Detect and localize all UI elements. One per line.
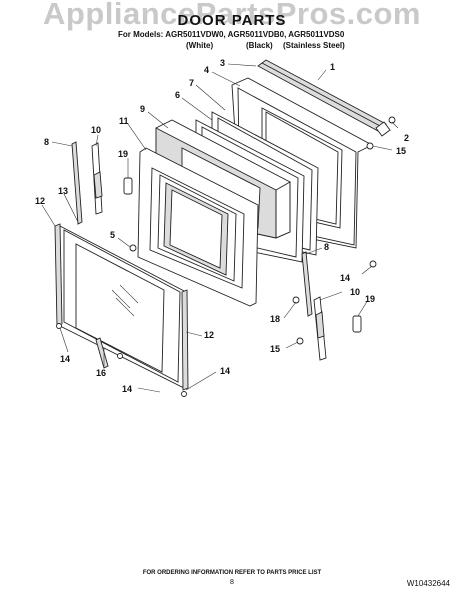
callout-9: 9: [140, 104, 145, 114]
callout-14a: 14: [60, 354, 70, 364]
callout-13: 13: [58, 186, 68, 196]
callout-12a: 12: [35, 196, 45, 206]
part-hinge-right: [301, 251, 327, 361]
callout-19b: 19: [365, 294, 375, 304]
page-number: 8: [230, 579, 234, 586]
callout-labels: 1 2 3 4 5 6 7 8 8 9 10 10 11 12 12 13 14…: [35, 58, 409, 394]
callout-2: 2: [404, 133, 409, 143]
callout-5: 5: [110, 230, 115, 240]
variant-white: (White): [186, 41, 214, 50]
callout-8b: 8: [324, 242, 329, 252]
part-handle: [257, 59, 391, 137]
part-hinge-left: [71, 141, 103, 225]
callout-14d: 14: [340, 273, 350, 283]
callout-14b: 14: [122, 384, 132, 394]
callout-4: 4: [204, 65, 209, 75]
model-list: For Models: AGR5011VDW0, AGR5011VDB0, AG…: [118, 30, 345, 39]
callout-3: 3: [220, 58, 225, 68]
callout-15a: 15: [396, 146, 406, 156]
callout-10a: 10: [91, 125, 101, 135]
leader-lines: [41, 63, 399, 393]
callout-11: 11: [119, 116, 129, 126]
variant-stainless: (Stainless Steel): [283, 41, 345, 50]
callout-10b: 10: [350, 287, 360, 297]
document-number: W10432644: [406, 579, 450, 588]
callout-18: 18: [270, 314, 280, 324]
part-screws: [56, 116, 396, 397]
callout-8a: 8: [44, 137, 49, 147]
part-side-trim: [54, 223, 189, 391]
callout-12b: 12: [204, 330, 214, 340]
callout-15b: 15: [270, 344, 280, 354]
callout-16: 16: [96, 368, 106, 378]
watermark: AppliancePartsPros.com: [43, 0, 421, 31]
callout-1: 1: [330, 62, 335, 72]
callout-7: 7: [189, 78, 194, 88]
ordering-info: FOR ORDERING INFORMATION REFER TO PARTS …: [142, 570, 322, 576]
callout-6: 6: [175, 90, 180, 100]
variant-black: (Black): [246, 41, 273, 50]
callout-14c: 14: [220, 366, 230, 376]
callout-19a: 19: [118, 149, 128, 159]
part-inner-door: [137, 147, 259, 307]
page-title: DOOR PARTS: [177, 12, 287, 29]
